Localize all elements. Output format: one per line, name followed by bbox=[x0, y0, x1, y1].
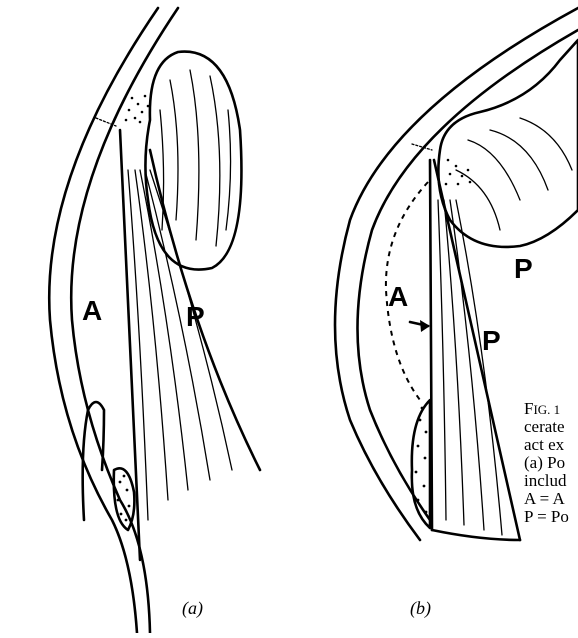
panel-b-anterior-letter: A bbox=[388, 281, 408, 312]
panel-a-anterior-letter: A bbox=[82, 295, 102, 326]
caption-line-3: act ex bbox=[524, 435, 565, 454]
caption: FIG. 1 cerate act ex (a) Po includ A = A… bbox=[524, 399, 569, 526]
panel-a-fibres bbox=[128, 170, 232, 520]
panel-a-stipple-bottom-outline bbox=[114, 468, 135, 530]
caption-line-2: cerate bbox=[524, 417, 565, 436]
panel-a-lower-process bbox=[83, 402, 104, 520]
caption-line-6: A = A bbox=[524, 489, 565, 508]
panel-b-drawing: A P P (b) bbox=[335, 8, 578, 619]
panel-b-posterior-letter-lower: P bbox=[482, 325, 501, 356]
caption-line-5: includ bbox=[524, 471, 567, 490]
caption-line-7: P = Po bbox=[524, 507, 569, 526]
panel-a-sac bbox=[145, 52, 241, 270]
panel-b-fibres bbox=[438, 200, 502, 535]
panel-b-base-line bbox=[432, 530, 520, 540]
panel-a-posterior-line bbox=[150, 150, 260, 470]
caption-line-4: (a) Po bbox=[524, 453, 565, 472]
panel-a-drawing: A P (a) bbox=[49, 8, 260, 633]
caption-line-1: FIG. 1 bbox=[524, 399, 560, 418]
panel-b-posterior-line bbox=[434, 160, 520, 540]
panel-b-posterior-letter-upper: P bbox=[514, 253, 533, 284]
panel-b-sac-texture bbox=[456, 118, 572, 230]
panel-a-label: (a) bbox=[182, 598, 203, 619]
panel-a-stipple-top bbox=[125, 95, 150, 124]
panel-a-sac-texture bbox=[160, 70, 231, 246]
panel-b-label: (b) bbox=[410, 598, 431, 619]
panel-a-posterior-letter: P bbox=[186, 301, 205, 332]
panel-a-wall-outer bbox=[49, 8, 158, 633]
panel-b-arrowhead bbox=[420, 320, 430, 332]
panel-b-stipple-top bbox=[445, 159, 472, 186]
